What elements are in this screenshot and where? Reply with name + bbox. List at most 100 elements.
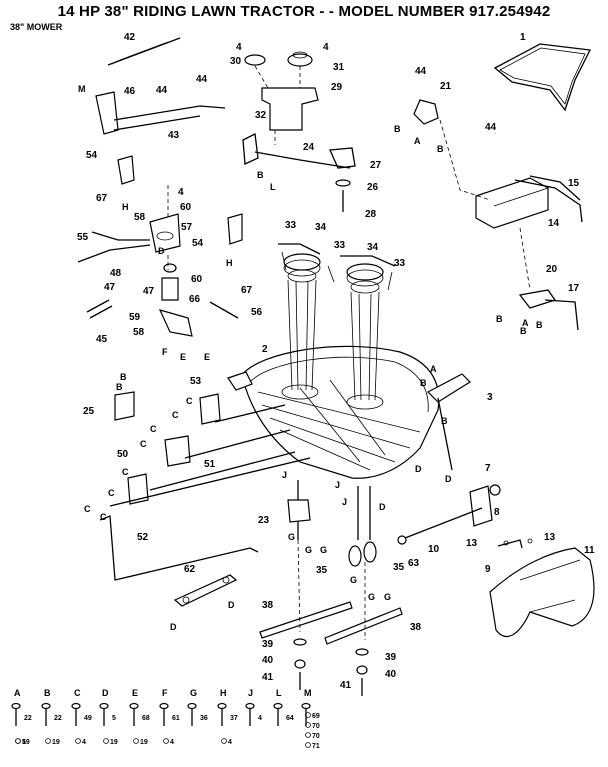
callout-33: 33 [285, 220, 297, 231]
hardware-part-number: 68 [142, 715, 150, 722]
bolt-head-icon [301, 702, 311, 710]
callout-32: 32 [255, 110, 267, 121]
letter-B: B [496, 314, 503, 324]
letter-B: B [120, 372, 127, 382]
idler-assembly-drawing [413, 99, 583, 331]
hardware-key-letter: H [220, 688, 227, 698]
callout-4: 4 [178, 187, 184, 198]
hardware-part-number: 61 [172, 715, 180, 722]
callout-33: 33 [394, 258, 406, 269]
letter-M: M [78, 84, 86, 94]
callout-47: 47 [104, 282, 116, 293]
callout-13: 13 [466, 538, 478, 549]
hardware-part-number: 4 [170, 739, 174, 746]
callout-39: 39 [262, 639, 274, 650]
letter-G: G [350, 575, 357, 585]
hardware-key-letter: E [132, 688, 138, 698]
letter-G: G [320, 545, 327, 555]
hardware-part-number: 5 [112, 715, 116, 722]
callout-30: 30 [230, 56, 242, 67]
nut-washer-icon [75, 738, 81, 744]
hardware-part-number: 5 [22, 739, 26, 746]
callout-34: 34 [367, 242, 379, 253]
callout-45: 45 [96, 334, 108, 345]
nut-washer-icon [305, 712, 311, 718]
callout-40: 40 [262, 655, 274, 666]
bolt-head-icon [41, 702, 51, 710]
letter-C: C [150, 424, 157, 434]
nut-washer-icon [163, 738, 169, 744]
hardware-key-letter: J [248, 688, 253, 698]
callout-15: 15 [568, 178, 580, 189]
callout-50: 50 [117, 449, 129, 460]
callout-38: 38 [410, 622, 422, 633]
callout-39: 39 [385, 652, 397, 663]
callout-20: 20 [546, 264, 558, 275]
letter-D: D [228, 600, 235, 610]
letter-D: D [415, 464, 422, 474]
letter-B: B [441, 416, 448, 426]
letter-C: C [186, 396, 193, 406]
callout-54: 54 [192, 238, 204, 249]
letter-J: J [335, 480, 340, 490]
hardware-key-L: L64 [273, 688, 294, 726]
callout-28: 28 [365, 209, 377, 220]
callout-43: 43 [168, 130, 180, 141]
letter-C: C [100, 512, 107, 522]
nut-washer-icon [305, 732, 311, 738]
blade-hardware-drawing [259, 480, 403, 696]
letter-C: C [108, 488, 115, 498]
callout-58: 58 [134, 212, 146, 223]
hardware-key-G: G36 [187, 688, 208, 726]
letter-A: A [522, 318, 529, 328]
letter-E: E [180, 352, 186, 362]
callout-8: 8 [494, 507, 500, 518]
callout-59: 59 [129, 312, 141, 323]
hardware-key-letter: M [304, 688, 312, 698]
hardware-key-letter: L [276, 688, 282, 698]
nut-washer-icon [103, 738, 109, 744]
mower-deck-drawing [227, 345, 440, 479]
callout-47: 47 [143, 286, 155, 297]
hardware-key-F: F 61 4 [159, 688, 180, 746]
callout-3: 3 [487, 392, 493, 403]
left-linkage-drawing [77, 37, 243, 337]
callout-25: 25 [83, 406, 95, 417]
hardware-part-number: 19 [110, 739, 118, 746]
bolt-head-icon [11, 702, 21, 710]
bolt-head-icon [71, 702, 81, 710]
hardware-key-letter: F [162, 688, 168, 698]
letter-E: E [204, 352, 210, 362]
drive-belt-drawing [493, 43, 591, 112]
nut-washer-icon [221, 738, 227, 744]
callout-55: 55 [77, 232, 89, 243]
callout-labels: 1 2 3 4 4 4 7 8 9 10 11 13 13 14 15 17 2… [77, 32, 595, 691]
callout-44: 44 [156, 85, 168, 96]
callout-1: 1 [520, 32, 526, 43]
letter-B: B [257, 170, 264, 180]
hardware-key-strip: A22519B2219C494D519E6819F614G36H374J4L64… [11, 688, 320, 750]
letter-A: A [414, 136, 421, 146]
page-title: 14 HP 38" RIDING LAWN TRACTOR - - MODEL … [57, 3, 551, 20]
hardware-part-number: 4 [258, 715, 262, 722]
letter-H: H [226, 258, 233, 268]
callout-60: 60 [180, 202, 192, 213]
bolt-head-icon [99, 702, 109, 710]
letter-F: F [162, 347, 168, 357]
hardware-part-number: 71 [312, 743, 320, 750]
callout-67: 67 [96, 193, 108, 204]
callout-48: 48 [110, 268, 122, 279]
letter-B: B [394, 124, 401, 134]
callout-62: 62 [184, 564, 196, 575]
callout-7: 7 [485, 463, 491, 474]
callout-54: 54 [86, 150, 98, 161]
letter-A: A [430, 364, 437, 374]
callout-44: 44 [415, 66, 427, 77]
callout-67: 67 [241, 285, 253, 296]
callout-53: 53 [190, 376, 202, 387]
